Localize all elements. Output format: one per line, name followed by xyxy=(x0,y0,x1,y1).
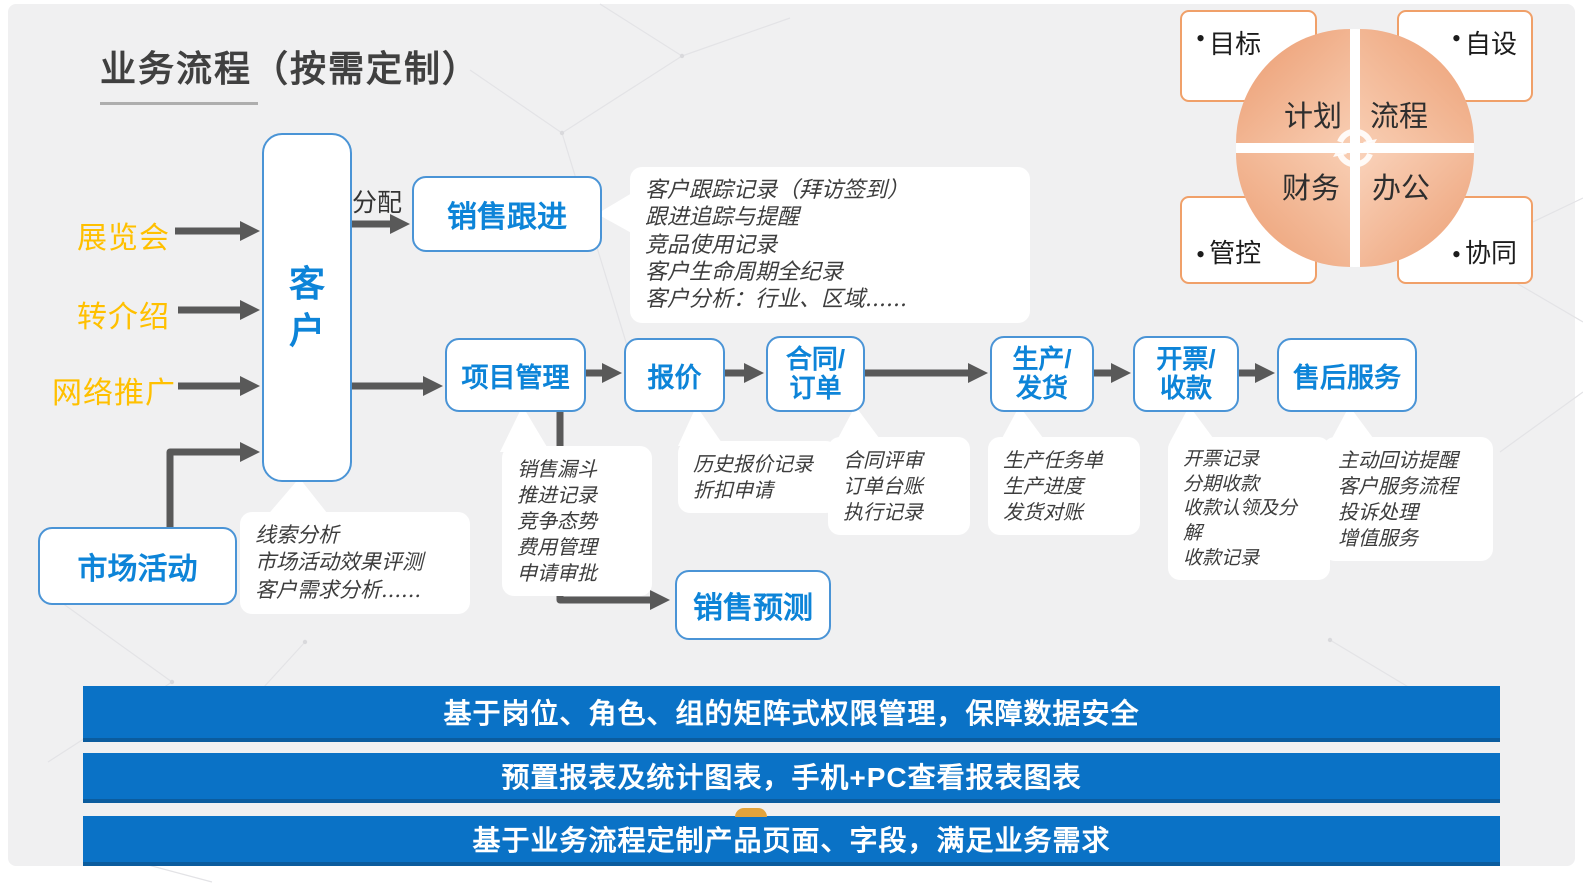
project-callout: 销售漏斗 推进记录 竞争态势 费用管理 申请审批 xyxy=(502,446,652,596)
flow-box-quotation: 报价 xyxy=(624,338,725,412)
assign-label: 分配 xyxy=(352,189,403,217)
service-callout: 主动回访提醒 客户服务流程 投诉处理 增值服务 xyxy=(1323,437,1493,561)
flow-box-aftersales-service: 售后服务 xyxy=(1277,338,1417,412)
sales-forecast-label: 销售预测 xyxy=(693,592,813,625)
flow-box-label: 项目管理 xyxy=(461,362,570,393)
corner-label-goal: 目标 xyxy=(1209,30,1262,59)
quotation-callout: 历史报价记录 折扣申请 xyxy=(678,441,838,513)
quadrant-office-label: 办公 xyxy=(1372,173,1431,205)
bullet-icon: • xyxy=(1451,240,1461,269)
sales-followup-box: 销售跟进 xyxy=(412,176,602,252)
flow-box-label: 合同/ 订单 xyxy=(785,343,846,403)
banner-text: 基于岗位、角色、组的矩阵式权限管理，保障数据安全 xyxy=(443,698,1140,729)
customer-box: 客户 xyxy=(262,133,352,482)
banner-text: 基于业务流程定制产品页面、字段，满足业务需求 xyxy=(472,825,1111,856)
quadrant-circle-chart: 计划 流程 财务 办公 xyxy=(1236,29,1474,267)
contract-callout: 合同评审 订单台账 执行记录 xyxy=(828,437,970,535)
corner-label-control: 管控 xyxy=(1209,239,1262,268)
flow-box-production-shipping: 生产/ 发货 xyxy=(990,336,1094,412)
bullet-icon: • xyxy=(1451,24,1461,53)
flow-box-label: 报价 xyxy=(647,362,702,393)
source-online-promotion: 网络推广 xyxy=(52,377,176,410)
production-callout: 生产任务单 生产进度 发货对账 xyxy=(988,437,1140,535)
invoice-callout: 开票记录 分期收款 收款认领及分解 收款记录 xyxy=(1168,437,1330,581)
banner-reports: 预置报表及统计图表，手机+PC查看报表图表 xyxy=(83,753,1500,803)
corner-label-collaboration: 协同 xyxy=(1464,239,1517,268)
sales-forecast-box: 销售预测 xyxy=(675,570,831,640)
page-title: 业务流程（按需定制） xyxy=(100,48,481,89)
bullet-icon: • xyxy=(1196,24,1206,53)
bullet-icon: • xyxy=(1196,240,1206,269)
market-activity-label: 市场活动 xyxy=(77,553,198,586)
market-activity-box: 市场活动 xyxy=(38,527,237,605)
sales-followup-label: 销售跟进 xyxy=(447,201,567,234)
flow-box-project-management: 项目管理 xyxy=(445,338,586,412)
flow-box-label: 售后服务 xyxy=(1293,362,1401,393)
decorative-half-dot xyxy=(735,808,767,817)
flow-box-invoice-collection: 开票/ 收款 xyxy=(1133,336,1239,412)
banner-customization: 基于业务流程定制产品页面、字段，满足业务需求 xyxy=(83,816,1500,866)
sync-icon xyxy=(1333,128,1377,168)
quadrant-process-label: 流程 xyxy=(1370,101,1429,133)
quadrant-finance-label: 财务 xyxy=(1281,173,1340,205)
quadrant-plan-label: 计划 xyxy=(1283,101,1342,133)
source-referral: 转介绍 xyxy=(77,301,170,334)
customer-label: 客户 xyxy=(288,263,325,351)
flow-box-label: 开票/ 收款 xyxy=(1156,343,1216,403)
corner-label-selfset: 自设 xyxy=(1464,30,1517,59)
quadrant-office: 办公 xyxy=(1360,153,1474,267)
followup-callout: 客户跟踪记录（拜访签到） 跟进追踪与提醒 竞品使用记录 客户生命周期全纪录 客户… xyxy=(630,167,1030,324)
flow-box-contract-order: 合同/ 订单 xyxy=(766,336,865,412)
banner-text: 预置报表及统计图表，手机+PC查看报表图表 xyxy=(501,762,1082,793)
source-exhibition: 展览会 xyxy=(77,222,170,255)
title-underline xyxy=(100,102,258,105)
banner-permissions: 基于岗位、角色、组的矩阵式权限管理，保障数据安全 xyxy=(83,686,1500,742)
flow-box-label: 生产/ 发货 xyxy=(1012,343,1072,403)
market-callout: 线索分析 市场活动效果评测 客户需求分析...... xyxy=(240,512,470,614)
